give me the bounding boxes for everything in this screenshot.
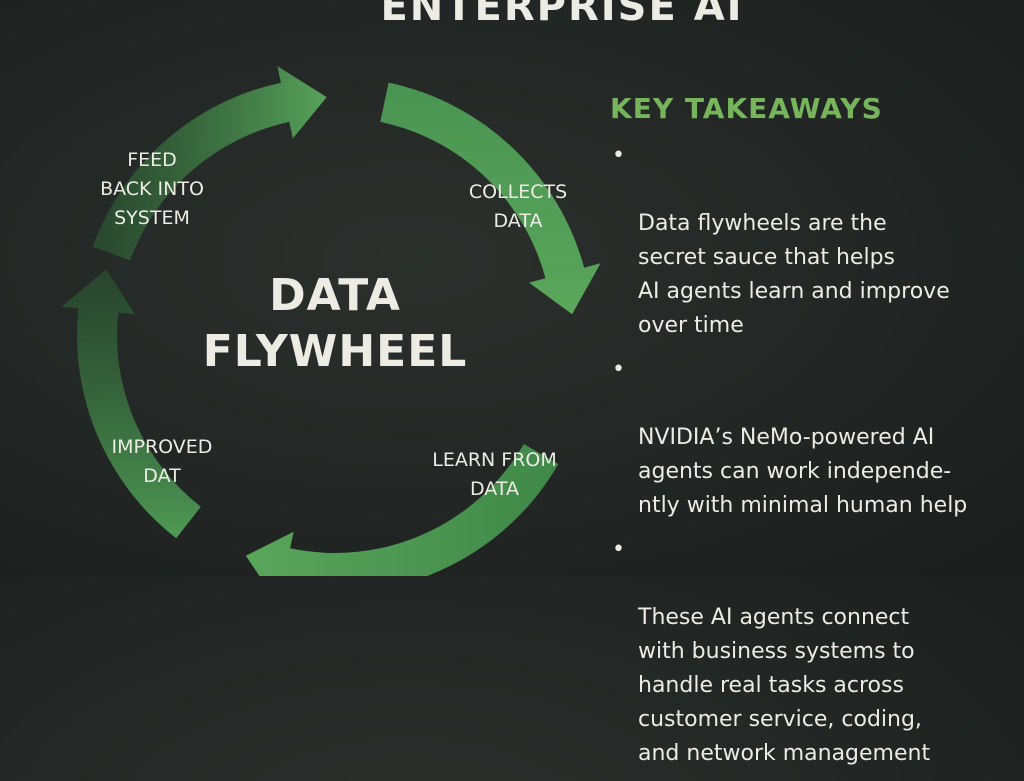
arrow-top-icon [92, 66, 327, 261]
arrow-bottom-icon [245, 444, 559, 576]
stage-label-learn-from-data: LEARN FROM DATA [432, 449, 557, 500]
takeaway-text: These AI agents connect with business sy… [638, 605, 931, 766]
stage-label-collects-data: COLLECTS DATA [468, 181, 568, 232]
takeaway-text: NVIDIA’s NeMo-powered AI agents can work… [638, 425, 968, 518]
key-takeaways-panel: KEY TAKEAWAYS • Data flywheels are the s… [610, 92, 1010, 781]
stage-label-improved-data: IMPROVED DAT [111, 436, 213, 487]
key-takeaways-heading: KEY TAKEAWAYS [610, 92, 883, 125]
stage-label-feed-back-into-system: FEED BACK INTO SYSTEM [100, 149, 204, 229]
bullet-dot-icon: • [612, 143, 625, 168]
flywheel-diagram: DATA FLYWHEEL COLLECTS DATA LEARN FROM D… [0, 0, 600, 576]
arrow-left-icon [61, 269, 201, 539]
page-title: ENTERPRISE AI [380, 0, 744, 30]
flywheel-center-title: DATA FLYWHEEL [202, 270, 468, 377]
bullet-dot-icon: • [612, 537, 625, 562]
takeaway-text: Data flywheels are the secret sauce that… [638, 211, 950, 338]
flywheel-arrows [61, 66, 600, 576]
takeaway-list: • Data flywheels are the secret sauce th… [610, 139, 1010, 771]
arrow-right-icon [380, 82, 600, 315]
takeaway-item: • NVIDIA’s NeMo-powered AI agents can wo… [610, 353, 1010, 523]
takeaway-item: • Data flywheels are the secret sauce th… [610, 139, 1010, 343]
bullet-dot-icon: • [612, 357, 625, 382]
takeaway-item: • These AI agents connect with business … [610, 533, 1010, 771]
